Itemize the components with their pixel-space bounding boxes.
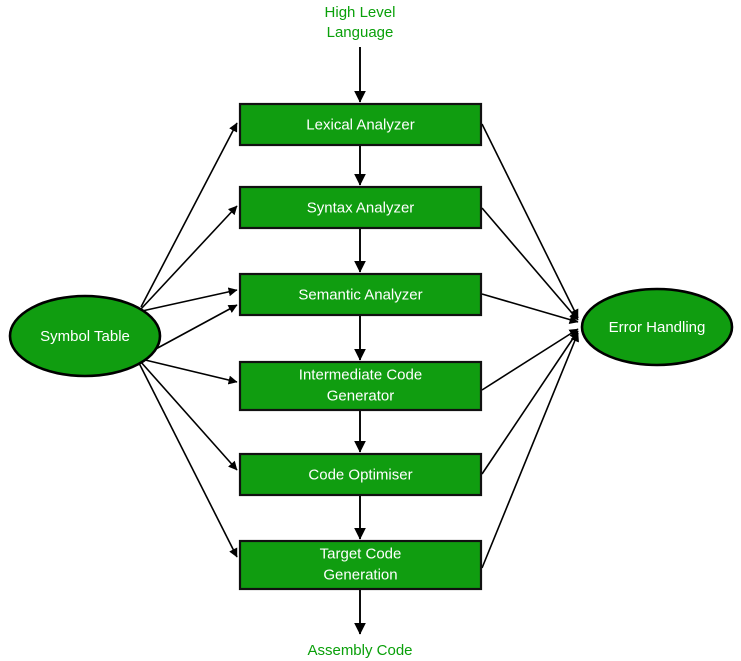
io-labels: High Level Language Assembly Code: [307, 4, 412, 659]
edge-symbol-table-to-code-optimiser: [139, 360, 238, 471]
edge-target-code-generation-to-error-handling: [481, 332, 579, 569]
syntax-analyzer-box[interactable]: [238, 185, 483, 230]
edge-symbol-table-to-syntax-analyzer: [140, 205, 238, 310]
aux-nodes: Symbol Table Error Handling: [8, 287, 734, 378]
node-syntax-analyzer[interactable]: Syntax Analyzer: [238, 185, 483, 230]
error-handling-edges: [481, 123, 579, 569]
code-optimiser-box[interactable]: [238, 452, 483, 497]
target-code-generation-box[interactable]: [238, 539, 483, 591]
code-optimiser-label: Code Optimiser: [308, 466, 412, 483]
intermediate-code-generator-box[interactable]: [238, 360, 483, 412]
edge-lexical-analyzer-to-error-handling: [481, 123, 579, 319]
target-code-generation-label-line1: Target Code: [320, 545, 402, 562]
node-code-optimiser[interactable]: Code Optimiser: [238, 452, 483, 497]
node-error-handling[interactable]: Error Handling: [580, 287, 734, 367]
semantic-analyzer-label: Semantic Analyzer: [298, 286, 422, 303]
edge-symbol-table-to-semantic-analyzer: [141, 287, 238, 312]
edge-symbol-table-to-intermediate-code-generator: [140, 358, 238, 385]
input-label-line2: Language: [327, 24, 394, 41]
error-handling-label: Error Handling: [609, 319, 706, 336]
node-symbol-table[interactable]: Symbol Table: [8, 294, 162, 378]
syntax-analyzer-label: Syntax Analyzer: [307, 199, 415, 216]
output-label: Assembly Code: [307, 642, 412, 659]
lexical-analyzer-box[interactable]: [238, 102, 483, 147]
phase-nodes: Lexical Analyzer Syntax Analyzer Semanti…: [238, 102, 483, 591]
node-intermediate-code-generator[interactable]: Intermediate Code Generator: [238, 360, 483, 412]
edge-syntax-analyzer-to-error-handling: [481, 207, 579, 321]
target-code-generation-label-line2: Generation: [323, 566, 397, 583]
lexical-analyzer-label: Lexical Analyzer: [306, 116, 414, 133]
edge-symbol-table-to-lexical-analyzer: [140, 122, 238, 308]
symbol-table-ellipse[interactable]: [8, 294, 162, 378]
edge-symbol-table-to-target-code-generation: [138, 362, 238, 558]
error-handling-ellipse[interactable]: [580, 287, 734, 367]
input-label-line1: High Level: [325, 4, 396, 21]
edge-semantic-analyzer-to-error-handling: [481, 293, 579, 324]
edge-code-optimiser-to-error-handling: [481, 330, 579, 475]
node-semantic-analyzer[interactable]: Semantic Analyzer: [238, 272, 483, 317]
intermediate-code-generator-label-line2: Generator: [327, 387, 395, 404]
symbol-table-label: Symbol Table: [40, 328, 130, 345]
semantic-analyzer-box[interactable]: [238, 272, 483, 317]
edge-intermediate-code-generator-to-error-handling: [481, 328, 579, 391]
node-target-code-generation[interactable]: Target Code Generation: [238, 539, 483, 591]
intermediate-code-generator-label-line1: Intermediate Code: [299, 366, 422, 383]
node-lexical-analyzer[interactable]: Lexical Analyzer: [238, 102, 483, 147]
